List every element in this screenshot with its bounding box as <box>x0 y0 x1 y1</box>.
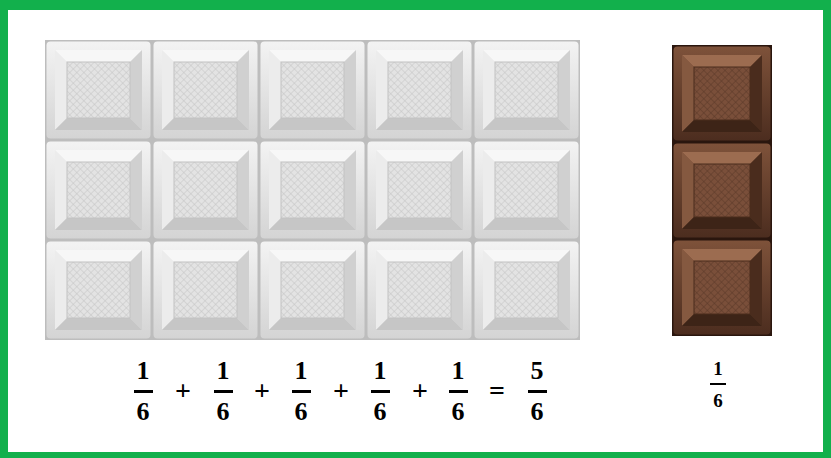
brown-chocolate-column <box>672 45 772 336</box>
grey-chocolate-block <box>45 40 580 340</box>
grey-piece <box>473 240 580 340</box>
fraction-bar <box>292 390 311 393</box>
fraction-numerator: 1 <box>137 358 150 384</box>
fraction-denominator: 6 <box>217 399 230 425</box>
grey-piece <box>366 40 473 140</box>
fraction-numerator: 1 <box>217 358 230 384</box>
grey-piece <box>152 40 259 140</box>
grey-piece <box>45 140 152 240</box>
fraction-numerator: 1 <box>713 359 723 378</box>
grey-piece <box>366 140 473 240</box>
math-operator: + <box>412 377 428 405</box>
brown-piece <box>672 142 772 239</box>
grey-piece <box>45 40 152 140</box>
fraction-numerator: 1 <box>295 358 308 384</box>
fraction-denominator: 6 <box>295 399 308 425</box>
fraction-denominator: 6 <box>452 399 465 425</box>
grey-piece <box>45 240 152 340</box>
grey-piece <box>152 140 259 240</box>
fraction-bar <box>214 390 233 393</box>
grey-piece <box>473 40 580 140</box>
fraction-numerator: 5 <box>531 358 544 384</box>
fraction-numerator: 1 <box>452 358 465 384</box>
grey-piece <box>259 140 366 240</box>
math-operator: + <box>175 377 191 405</box>
grey-piece <box>259 40 366 140</box>
math-operator: = <box>489 377 505 405</box>
fraction-denominator: 6 <box>374 399 387 425</box>
fraction-denominator: 6 <box>531 399 544 425</box>
fraction-bar <box>710 383 726 385</box>
fraction-denominator: 6 <box>137 399 150 425</box>
fraction-bar <box>371 390 390 393</box>
fraction-bar <box>449 390 468 393</box>
fraction-bar <box>528 390 547 393</box>
math-operator: + <box>333 377 349 405</box>
fraction-denominator: 6 <box>713 391 723 410</box>
grey-piece <box>366 240 473 340</box>
fraction-numerator: 1 <box>374 358 387 384</box>
grey-piece <box>259 240 366 340</box>
grey-piece <box>473 140 580 240</box>
math-operator: + <box>254 377 270 405</box>
brown-piece <box>672 45 772 142</box>
brown-piece <box>672 239 772 336</box>
fraction-bar <box>134 390 153 393</box>
grey-piece <box>152 240 259 340</box>
